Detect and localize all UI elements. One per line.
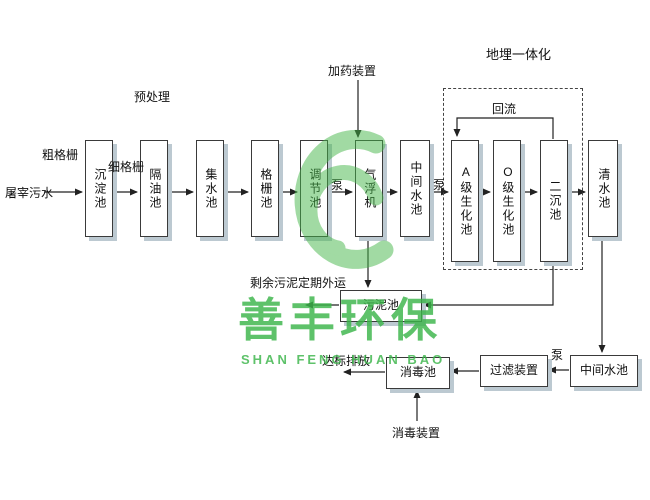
box-collecting-tank: 集水池	[196, 140, 224, 237]
box-sedimentation-tank: 沉淀池	[85, 140, 113, 237]
box-filter-device: 过滤装置	[480, 355, 548, 387]
reflux-label: 回流	[492, 102, 517, 116]
disinfection-device-label: 消毒装置	[392, 426, 441, 440]
buried-system-label: 地埋一体化	[486, 47, 552, 62]
box-o-level-biochemical-tank: O级生化池	[493, 140, 521, 262]
sludge-removal-note: 剩余污泥定期外运	[250, 276, 347, 290]
coarse-screen-label: 粗格栅	[42, 148, 79, 162]
influent-label: 屠宰污水	[5, 186, 54, 200]
box-air-flotation-machine: 气浮机	[355, 140, 383, 237]
box-intermediate-tank-top: 中间水池	[400, 140, 430, 237]
pump-label-3: 泵	[551, 348, 564, 362]
box-a-level-biochemical-tank: A级生化池	[451, 140, 479, 262]
discharge-label: 达标排放	[322, 354, 371, 368]
pump-label-2: 泵	[433, 178, 446, 192]
dosing-device-label: 加药装置	[328, 64, 377, 78]
fine-screen-label: 细格栅	[108, 160, 145, 174]
pretreatment-label: 预处理	[134, 90, 171, 104]
pump-label-1: 泵	[331, 178, 344, 192]
box-clean-water-tank: 清水池	[588, 140, 618, 237]
box-secondary-sedimentation-tank: 二沉池	[540, 140, 568, 262]
box-regulating-tank: 调节池	[300, 140, 328, 237]
box-intermediate-tank-bottom: 中间水池	[570, 355, 638, 387]
box-screen-tank: 格栅池	[251, 140, 279, 237]
box-oil-separation-tank: 隔油池	[140, 140, 168, 237]
box-sludge-tank: 污泥池	[340, 290, 422, 322]
box-disinfection-tank: 消毒池	[386, 357, 450, 389]
buried-unit-dashed-frame	[443, 88, 583, 270]
